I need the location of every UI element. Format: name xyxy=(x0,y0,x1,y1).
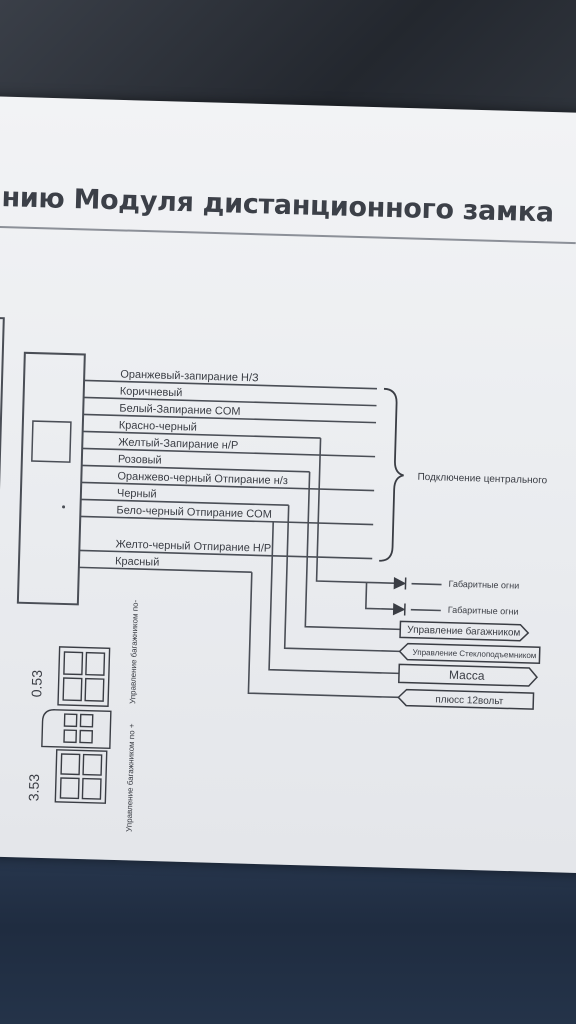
relay-pin xyxy=(62,677,83,702)
wire-label-2: Коричневый xyxy=(120,385,183,399)
relay-socket xyxy=(41,709,112,750)
central-lock-label: Подключение центрального xyxy=(417,472,547,487)
relay-frame xyxy=(54,749,108,804)
wire-line-1 xyxy=(84,379,377,390)
module-dot xyxy=(62,505,66,509)
output-label-plus: плюсс 12вольт xyxy=(435,694,504,707)
socket-pin xyxy=(63,713,78,728)
output-label-ground: Масса xyxy=(449,668,485,683)
wire-label-8: Черный xyxy=(117,487,157,500)
relay-value-top: 0.53 xyxy=(28,670,45,698)
relay-pin xyxy=(63,651,84,676)
socket-frame xyxy=(41,709,112,750)
wire-line-4 xyxy=(82,430,321,439)
vertical-label-plus: Управление багажником по + xyxy=(125,723,137,832)
relay-value-bottom: 3.53 xyxy=(25,774,42,802)
wire-route-plus xyxy=(247,572,399,699)
wire-label-4: Красно-черный xyxy=(119,419,197,433)
wire-label-1: Оранжевый-запирание Н/З xyxy=(120,368,259,384)
output-arrow-plus xyxy=(397,688,535,710)
wire-label-5: Желтый-Запирание н/Р xyxy=(118,436,238,451)
diode-icon xyxy=(393,576,407,590)
wire-light-2-out xyxy=(410,608,441,612)
wire-route-windows xyxy=(283,505,400,653)
output-arrow-trunk xyxy=(399,620,530,642)
output-arrow-ground xyxy=(398,663,538,687)
module-connector xyxy=(31,420,72,463)
wire-route-ground xyxy=(268,521,400,675)
wire-label-6: Розовый xyxy=(118,453,162,466)
wire-lines xyxy=(78,379,442,699)
wire-label-11: Красный xyxy=(115,555,160,568)
wire-label-10: Желто-черный Отпирание Н/Р xyxy=(115,538,271,554)
wire-line-3 xyxy=(83,413,377,424)
wire-line-7 xyxy=(81,481,375,492)
relay-block-bottom xyxy=(54,749,108,804)
socket-pin xyxy=(79,713,94,728)
parking-light-label-1: Габаритные огни xyxy=(448,579,519,591)
wire-line-6 xyxy=(81,464,310,473)
relay-pin xyxy=(85,651,106,676)
wire-line-5 xyxy=(82,447,376,458)
wire-label-3: Белый-Запирание COM xyxy=(119,402,241,417)
socket-pin xyxy=(79,729,94,744)
relay-pin xyxy=(59,777,80,800)
wire-labels: Оранжевый-запирание Н/З Коричневый Белый… xyxy=(115,368,288,568)
socket-pin xyxy=(63,729,78,744)
module-body xyxy=(16,351,86,606)
wire-line-10 xyxy=(79,549,373,560)
wire-route-trunk xyxy=(304,471,401,631)
output-arrow-windows xyxy=(398,642,541,665)
output-label-trunk: Управление багажником xyxy=(407,624,521,639)
relay-pin xyxy=(82,753,103,776)
wire-line-2 xyxy=(83,396,377,407)
wire-line-9 xyxy=(80,515,374,526)
wire-route-parking xyxy=(315,438,367,584)
diodes xyxy=(392,576,407,616)
relay-pin xyxy=(81,777,102,800)
relay-frame xyxy=(57,646,111,707)
diode-icon xyxy=(392,602,406,616)
wire-light-1-out xyxy=(411,582,442,586)
parking-light-label-2: Габаритные огни xyxy=(448,605,519,617)
vertical-label-minus: Управление багажником по- xyxy=(128,599,140,704)
wire-branch-lights xyxy=(365,582,401,611)
output-arrows xyxy=(397,620,541,710)
relay-pin xyxy=(84,677,105,702)
wire-label-7: Оранжево-черный Отпирание н/з xyxy=(117,470,288,487)
relay-pin xyxy=(60,753,81,776)
wire-line-8 xyxy=(80,498,289,507)
relay-block-top xyxy=(57,646,111,707)
left-device-outline xyxy=(0,316,5,800)
wire-line-11 xyxy=(78,566,252,574)
output-label-windows: Управление Стеклоподъемником xyxy=(413,648,537,660)
wire-label-9: Бело-черный Отпирание COM xyxy=(116,504,272,520)
central-lock-brace xyxy=(379,387,404,562)
